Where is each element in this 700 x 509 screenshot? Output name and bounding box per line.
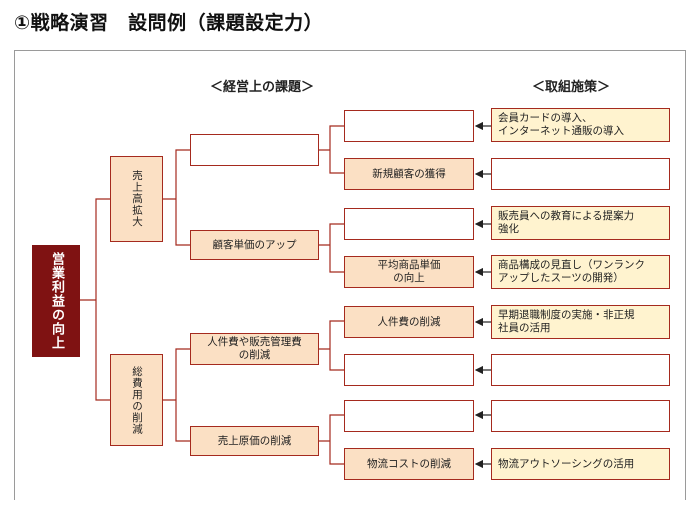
measure-8: 物流アウトソーシングの活用 — [491, 448, 670, 480]
node-cost-reduction-label: 総費用の削減 — [131, 365, 143, 435]
header-issues: ＜経営上の課題＞ — [210, 80, 315, 95]
root-label: 営業利益の向上 — [49, 252, 64, 350]
measure-4: 商品構成の見直し（ワンランク アップしたスーツの開発） — [491, 255, 670, 289]
node-l3-3 — [344, 208, 474, 240]
measure-6 — [491, 354, 670, 386]
node-l3-6 — [344, 354, 474, 386]
header-measures: ＜取組施策＞ — [532, 80, 611, 95]
node-customer-price: 顧客単価のアップ — [190, 230, 319, 260]
measure-2 — [491, 158, 670, 190]
node-sales-expansion-label: 売上高拡大 — [131, 170, 143, 228]
node-cost-reduction: 総費用の削減 — [110, 354, 163, 446]
page-title: ①戦略演習 設問例（課題設定力） — [14, 12, 324, 34]
diagram-frame — [14, 50, 686, 500]
node-l2-blank — [190, 134, 319, 166]
measure-7 — [491, 400, 670, 432]
node-cogs: 売上原価の削減 — [190, 426, 319, 456]
node-sales-expansion: 売上高拡大 — [110, 156, 163, 242]
node-l3-1 — [344, 110, 474, 142]
measure-1: 会員カードの導入、 インターネット通販の導入 — [491, 108, 670, 142]
node-new-customers: 新規顧客の獲得 — [344, 158, 474, 190]
root-node: 営業利益の向上 — [32, 245, 80, 357]
measure-5: 早期退職制度の実施・非正規 社員の活用 — [491, 305, 670, 339]
node-labor-cost: 人件費の削減 — [344, 306, 474, 338]
node-l3-7 — [344, 400, 474, 432]
node-labor-admin-cost: 人件費や販売管理費 の削減 — [190, 333, 319, 365]
node-logistics-cost: 物流コストの削減 — [344, 448, 474, 480]
node-avg-unit-price: 平均商品単価 の向上 — [344, 256, 474, 288]
measure-3: 販売員への教育による提案力 強化 — [491, 206, 670, 240]
